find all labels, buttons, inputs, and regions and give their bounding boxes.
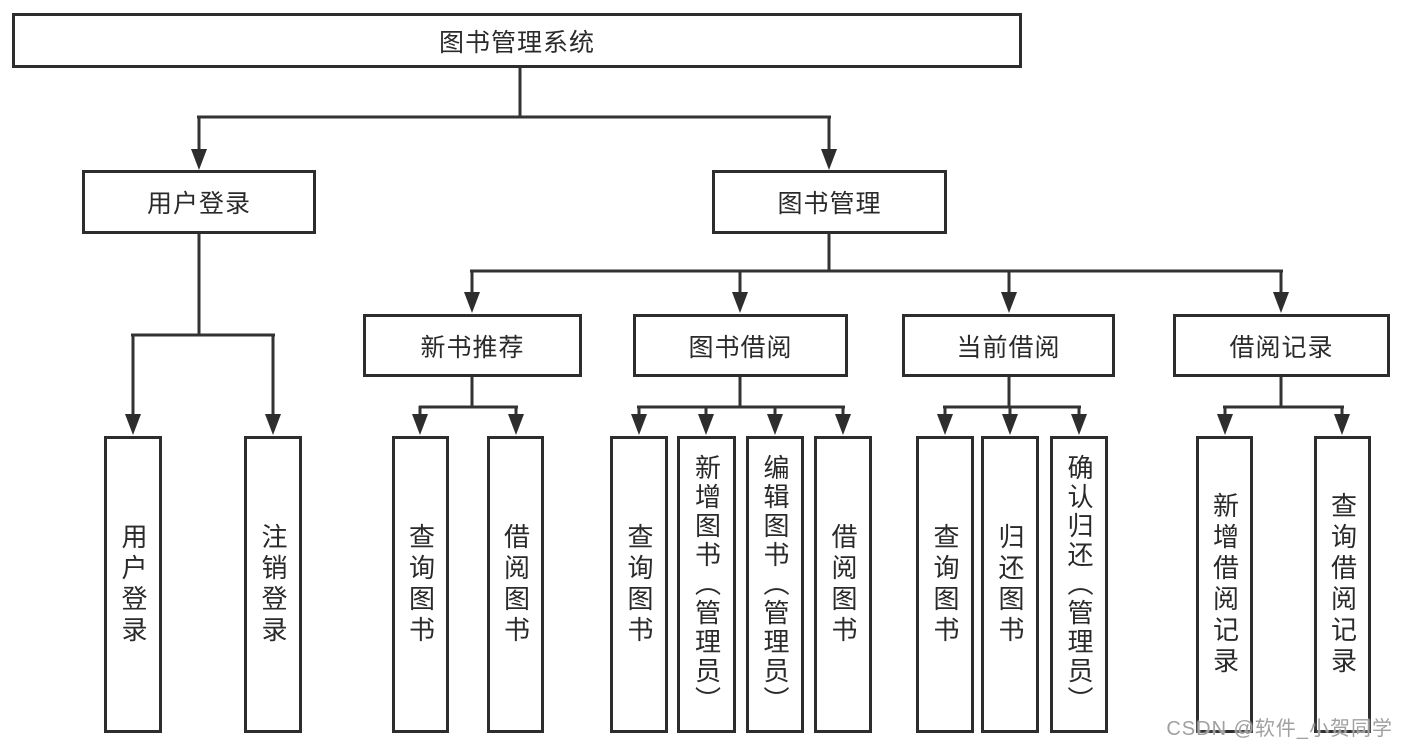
node-current-borrowing: 当前借阅 [902,314,1115,377]
leaf-query-borrow-record: 查询借阅记录 [1314,436,1371,733]
leaf-return-book: 归还图书 [981,436,1039,733]
leaf-query-books-borrow: 查询图书 [610,436,668,733]
leaf-add-book-admin: 新增图书（管理员） [677,436,736,733]
leaf-query-books-current: 查询图书 [916,436,974,733]
leaf-logout: 注销登录 [244,436,302,733]
leaf-borrow-books: 借阅图书 [814,436,872,733]
leaf-confirm-return-admin: 确认归还（管理员） [1050,436,1108,733]
node-user-login: 用户登录 [82,170,316,234]
node-book-management: 图书管理 [712,170,947,234]
arrowheads [125,149,1350,435]
leaf-query-books-recommend: 查询图书 [392,436,449,733]
leaf-user-login: 用户登录 [104,436,162,733]
csdn-watermark: CSDN @软件_小贺同学 [1166,718,1393,740]
node-new-book-recommend: 新书推荐 [363,314,582,377]
leaf-borrow-books-recommend: 借阅图书 [487,436,544,733]
leaf-add-borrow-record: 新增借阅记录 [1196,436,1253,733]
node-root: 图书管理系统 [12,13,1022,68]
node-book-borrowing: 图书借阅 [633,314,848,377]
leaf-edit-book-admin: 编辑图书（管理员） [746,436,804,733]
node-borrowing-records: 借阅记录 [1173,314,1390,377]
